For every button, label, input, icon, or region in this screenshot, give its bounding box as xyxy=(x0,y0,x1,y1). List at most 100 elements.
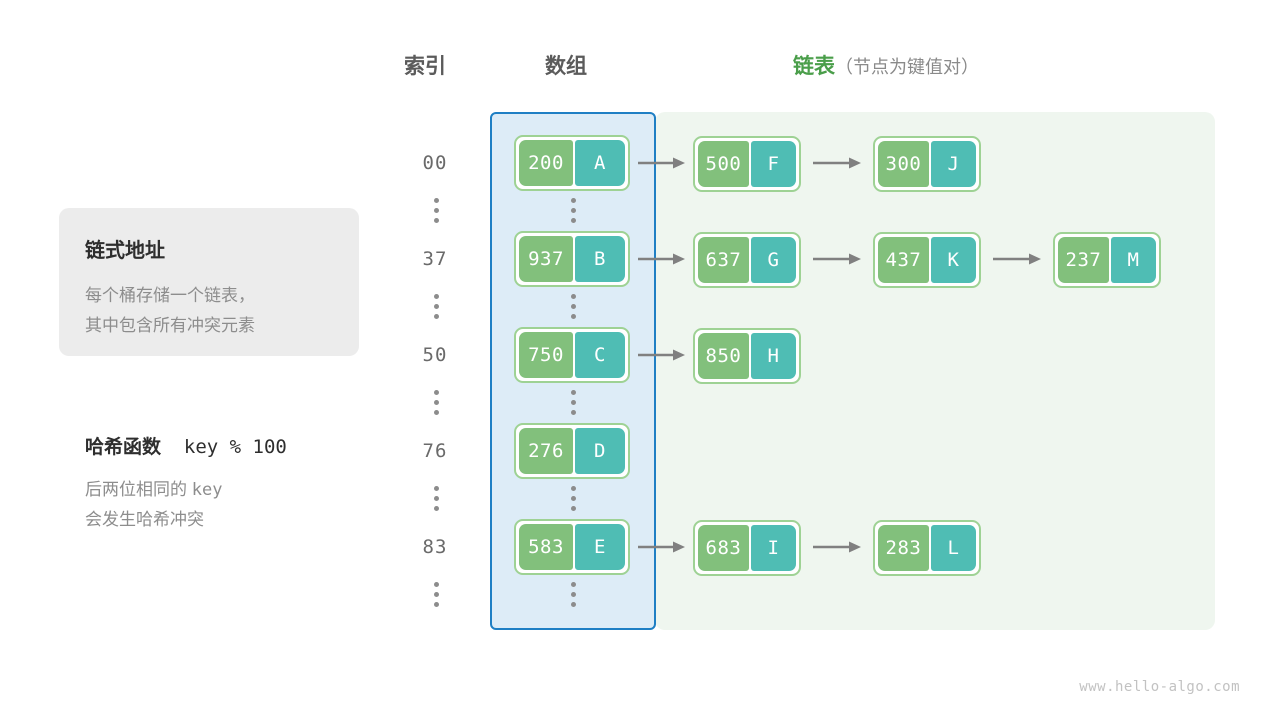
info-card-title: 链式地址 xyxy=(85,240,165,262)
index-ellipsis xyxy=(431,294,441,319)
ellipsis-dot xyxy=(433,486,439,491)
array-ellipsis xyxy=(568,486,578,511)
array-ellipsis xyxy=(568,390,578,415)
next-pointer-arrow xyxy=(813,253,861,265)
node-key: 200 xyxy=(519,140,573,186)
node-key: 750 xyxy=(519,332,573,378)
row-index-label: 83 xyxy=(422,536,448,558)
row-index-label: 76 xyxy=(422,440,448,462)
node-key: 283 xyxy=(878,525,929,571)
ellipsis-dot xyxy=(570,400,576,405)
array-ellipsis xyxy=(568,582,578,607)
node-value: I xyxy=(750,525,796,571)
next-pointer-arrow xyxy=(638,541,685,553)
header-linked-list-sub: （节点为键值对） xyxy=(835,57,979,77)
node-value: A xyxy=(575,140,625,186)
ellipsis-dot xyxy=(433,198,439,203)
ellipsis-dot xyxy=(433,304,439,309)
node-key: 237 xyxy=(1058,237,1109,283)
ellipsis-dot xyxy=(433,582,439,587)
ellipsis-dot xyxy=(570,486,576,491)
ellipsis-dot xyxy=(570,294,576,299)
array-ellipsis xyxy=(568,198,578,223)
row-index-label: 50 xyxy=(422,344,448,366)
index-ellipsis xyxy=(431,582,441,607)
row-index-label: 00 xyxy=(422,152,448,174)
hash-function-title: 哈希函数 key % 100 xyxy=(85,432,385,459)
node-key: 437 xyxy=(878,237,929,283)
watermark: www.hello-algo.com xyxy=(1079,679,1240,695)
ellipsis-dot xyxy=(433,592,439,597)
ellipsis-dot xyxy=(433,218,439,223)
info-card: 链式地址 每个桶存储一个链表， 其中包含所有冲突元素 xyxy=(59,208,359,356)
index-ellipsis xyxy=(431,486,441,511)
node-key: 850 xyxy=(698,333,749,379)
node-value: D xyxy=(575,428,625,474)
header-index: 索引 xyxy=(404,55,446,78)
node-key: 500 xyxy=(698,141,749,187)
ellipsis-dot xyxy=(570,496,576,501)
hash-note-line-1-code: key xyxy=(191,480,223,500)
next-pointer-arrow xyxy=(638,253,685,265)
node-value: B xyxy=(575,236,625,282)
array-ellipsis xyxy=(568,294,578,319)
hash-function-expression: key % 100 xyxy=(183,436,287,458)
next-pointer-arrow xyxy=(813,157,861,169)
ellipsis-dot xyxy=(433,496,439,501)
ellipsis-dot xyxy=(433,506,439,511)
index-ellipsis xyxy=(431,390,441,415)
ellipsis-dot xyxy=(433,390,439,395)
node-key: 276 xyxy=(519,428,573,474)
next-pointer-arrow xyxy=(638,157,685,169)
ellipsis-dot xyxy=(570,208,576,213)
node-value: K xyxy=(930,237,976,283)
ellipsis-dot xyxy=(570,304,576,309)
hash-note-line-1: 后两位相同的 key xyxy=(85,475,385,505)
node-value: M xyxy=(1110,237,1156,283)
node-value: L xyxy=(930,525,976,571)
ellipsis-dot xyxy=(570,602,576,607)
info-card-line-2: 其中包含所有冲突元素 xyxy=(85,316,255,335)
hash-function-note: 哈希函数 key % 100 后两位相同的 key 会发生哈希冲突 xyxy=(85,432,385,535)
ellipsis-dot xyxy=(570,198,576,203)
next-pointer-arrow xyxy=(638,349,685,361)
ellipsis-dot xyxy=(570,582,576,587)
ellipsis-dot xyxy=(570,506,576,511)
node-value: H xyxy=(750,333,796,379)
hash-note-line-2: 会发生哈希冲突 xyxy=(85,510,204,529)
node-key: 637 xyxy=(698,237,749,283)
next-pointer-arrow xyxy=(813,541,861,553)
ellipsis-dot xyxy=(433,208,439,213)
node-value: C xyxy=(575,332,625,378)
node-value: E xyxy=(575,524,625,570)
header-linked-list: 链表（节点为键值对） xyxy=(793,50,979,80)
ellipsis-dot xyxy=(433,294,439,299)
ellipsis-dot xyxy=(570,390,576,395)
ellipsis-dot xyxy=(570,218,576,223)
ellipsis-dot xyxy=(433,400,439,405)
ellipsis-dot xyxy=(570,592,576,597)
ellipsis-dot xyxy=(433,410,439,415)
node-value: G xyxy=(750,237,796,283)
ellipsis-dot xyxy=(433,314,439,319)
ellipsis-dot xyxy=(433,602,439,607)
info-card-line-1: 每个桶存储一个链表， xyxy=(85,286,255,305)
node-key: 300 xyxy=(878,141,929,187)
ellipsis-dot xyxy=(570,410,576,415)
ellipsis-dot xyxy=(570,314,576,319)
node-key: 583 xyxy=(519,524,573,570)
next-pointer-arrow xyxy=(993,253,1041,265)
